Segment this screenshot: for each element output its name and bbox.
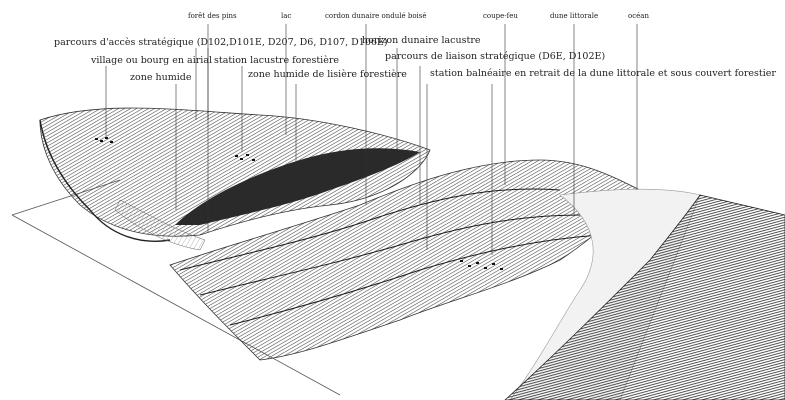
beach-resort-cluster — [460, 260, 503, 270]
label-forest-edge-wetland: zone humide de lisière forestière — [248, 69, 407, 80]
leader-lines — [105, 24, 638, 255]
lake — [175, 148, 420, 225]
label-strategic-access: parcours d'accès stratégique (D102,D101E… — [54, 37, 388, 48]
lake-station-cluster — [235, 154, 255, 161]
coastal-dune — [509, 188, 701, 400]
label-village: village ou bourg en airial — [91, 55, 213, 66]
forest-plateau-edge — [39, 119, 171, 242]
label-coastal-dune: dune littorale — [550, 12, 599, 20]
village-cluster — [95, 137, 113, 143]
label-wooded-dune-ridge: cordon dunaire ondulé boisé — [325, 12, 427, 20]
ocean — [504, 194, 785, 400]
label-firebreak: coupe-feu — [483, 12, 518, 20]
forest-plateau — [39, 107, 431, 237]
dune-ridges — [179, 188, 601, 326]
label-lake-station: station lacustre forestière — [214, 55, 340, 66]
label-beach-resort: station balnéaire en retrait de la dune … — [430, 68, 776, 79]
label-lake-dune-horizon: horizon dunaire lacustre — [362, 35, 481, 46]
label-pine-forest: forêt des pins — [188, 12, 237, 20]
wetland-strip — [114, 199, 206, 251]
label-lake: lac — [281, 12, 292, 20]
label-strategic-link: parcours de liaison stratégique (D6E, D1… — [385, 51, 606, 62]
label-wetland: zone humide — [130, 72, 192, 83]
label-ocean: océan — [628, 12, 649, 20]
